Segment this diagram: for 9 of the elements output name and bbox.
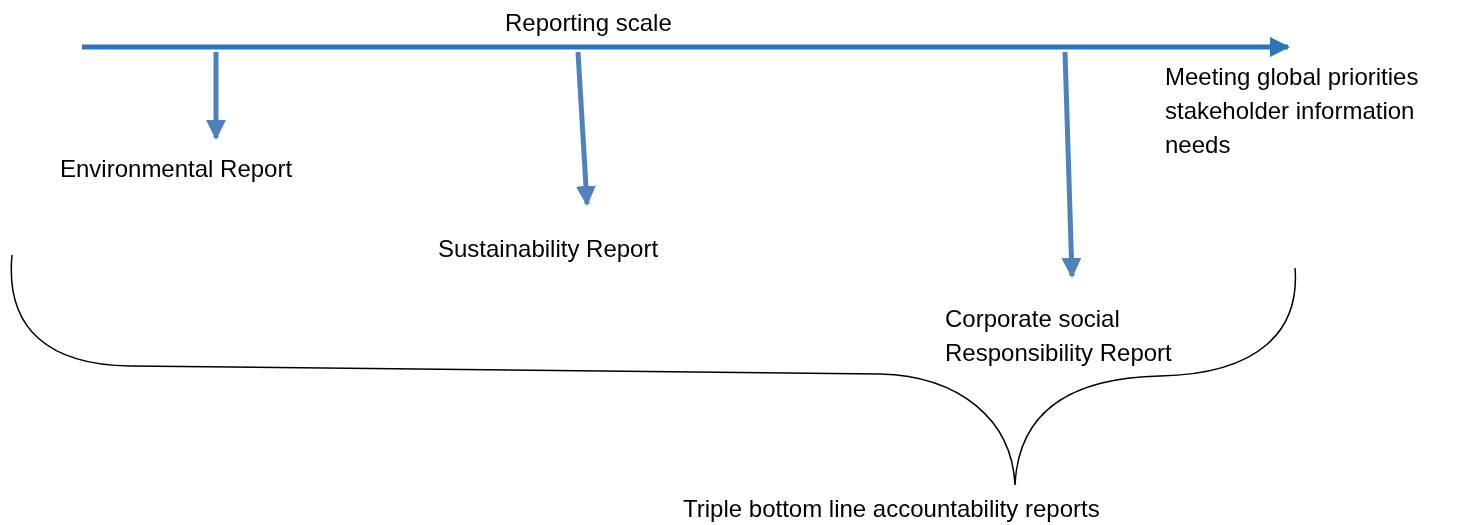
label: Triple bottom line accountability reports [683,494,1100,524]
node-text: Sustainability Report [438,234,660,264]
arrow [206,52,226,140]
node-text: Corporate social Responsibility Report [945,304,1173,368]
node-text: Environmental Report [60,154,294,184]
label: Meeting global priorities stakeholder information needs [1165,62,1420,160]
label: Reporting scale [505,8,672,38]
arrow [575,51,596,206]
arrow [1061,51,1082,278]
